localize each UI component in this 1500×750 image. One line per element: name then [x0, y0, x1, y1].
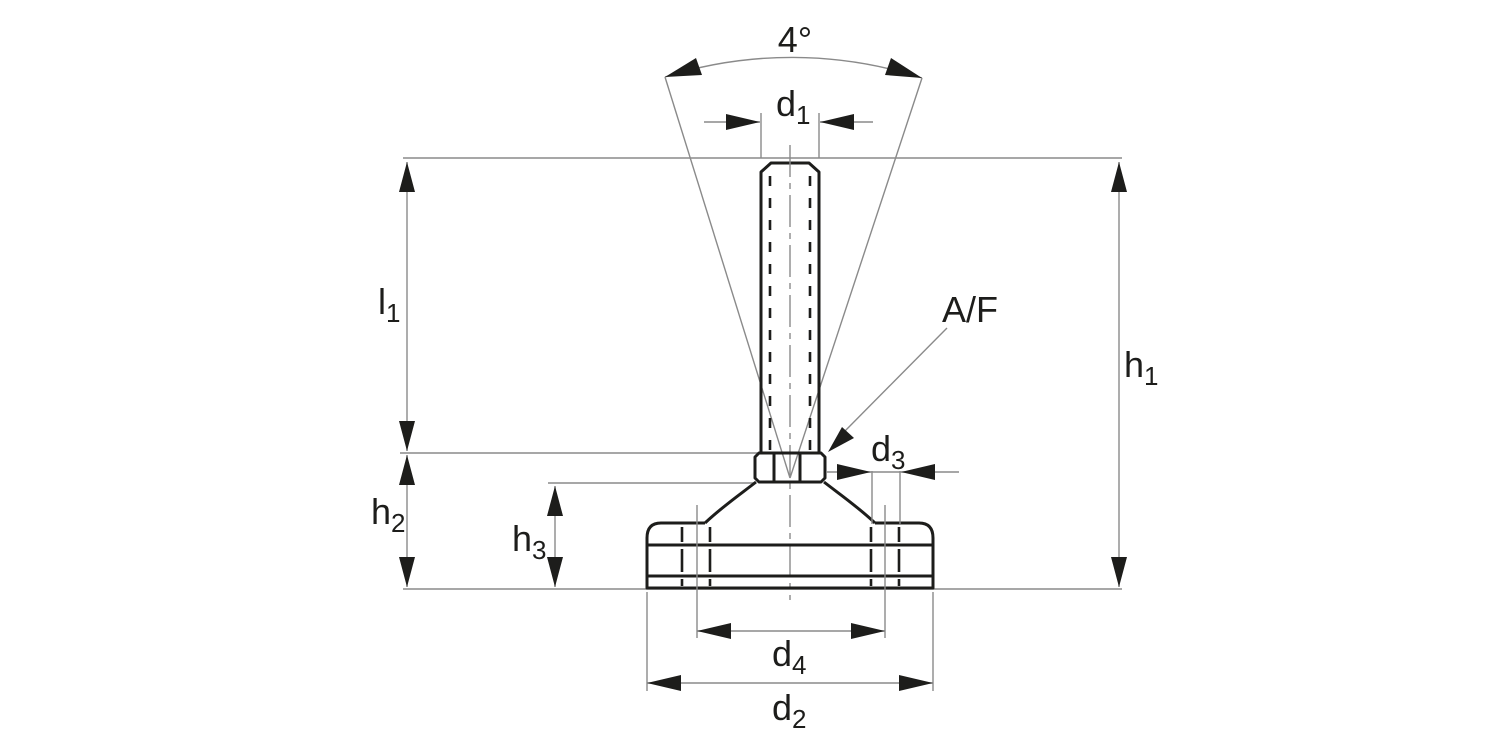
- dimension-h1: [1111, 162, 1127, 587]
- dome-profile-left: [703, 480, 757, 525]
- dimension-d2: [646, 592, 934, 691]
- dim-arrowhead: [399, 455, 415, 485]
- cone-line-left: [664, 76, 791, 479]
- label-d4: d4: [772, 633, 807, 680]
- dim-arrowhead: [399, 557, 415, 587]
- swivel-angle-indicator: [664, 56, 923, 479]
- arc-arrowhead-left: [665, 58, 702, 77]
- mounting-hole-right: [869, 505, 901, 638]
- label-l1: l1: [378, 281, 400, 328]
- label-d1: d1: [776, 83, 811, 130]
- label-angle: 4°: [778, 19, 812, 60]
- dim-arrowhead: [1111, 557, 1127, 587]
- dim-arrowhead: [1111, 162, 1127, 192]
- dimension-labels: 4° d1 l1 h2 h3 A/F d3 h1 d4 d2: [371, 19, 1159, 734]
- dimension-h2: [399, 455, 415, 587]
- label-across-flats: A/F: [942, 289, 998, 330]
- dim-arrowhead: [547, 557, 563, 587]
- dimension-d4: [697, 623, 885, 639]
- dim-arrowhead: [837, 464, 871, 480]
- dim-arrowhead: [697, 623, 731, 639]
- label-h1: h1: [1124, 344, 1159, 391]
- dim-arrowhead: [399, 421, 415, 451]
- dimension-d3: [826, 464, 959, 524]
- leader-arrowhead: [828, 427, 854, 452]
- label-h3: h3: [512, 518, 547, 565]
- hex-nut: [753, 451, 827, 484]
- dimension-h3: [547, 486, 563, 587]
- dim-arrowhead: [820, 114, 854, 130]
- dim-arrowhead: [851, 623, 885, 639]
- nut-outline: [753, 451, 827, 484]
- dim-arrowhead: [726, 114, 760, 130]
- flange-outline: [645, 521, 935, 590]
- label-d2: d2: [772, 687, 807, 734]
- cone-line-right: [789, 77, 923, 479]
- dim-arrowhead: [901, 464, 935, 480]
- across-flats-leader: [828, 327, 948, 452]
- angle-arc: [664, 56, 923, 79]
- dim-arrowhead: [547, 486, 563, 516]
- dim-arrowhead: [647, 675, 681, 691]
- dimension-l1: [399, 162, 415, 451]
- label-h2: h2: [371, 491, 406, 538]
- foot-base: [645, 480, 935, 638]
- leader-line: [842, 327, 948, 434]
- label-d3: d3: [871, 428, 906, 475]
- dimension-d1: [704, 113, 873, 158]
- dim-arrowhead: [399, 162, 415, 192]
- dim-arrowhead: [899, 675, 933, 691]
- threaded-stud: [759, 145, 821, 600]
- arc-arrowhead-right: [885, 58, 922, 78]
- dome-profile-right: [823, 480, 877, 525]
- mounting-hole-left: [680, 505, 712, 638]
